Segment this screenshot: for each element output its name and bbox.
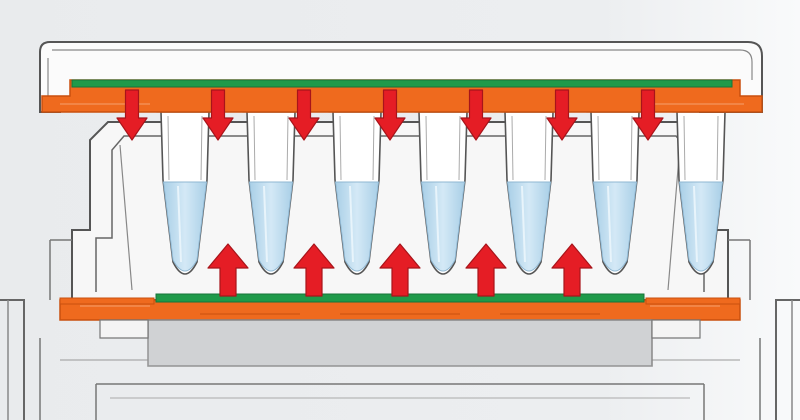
sample-liquid: [162, 181, 208, 272]
upward-heat-arrows: [207, 243, 593, 297]
heat-arrow-up: [551, 243, 593, 297]
heat-arrow-down: [546, 89, 578, 141]
sample-liquid: [248, 181, 294, 272]
sample-liquid: [506, 181, 552, 272]
sample-liquid: [334, 181, 380, 272]
heat-arrow-up: [465, 243, 507, 297]
heat-arrow-up: [207, 243, 249, 297]
heat-arrow-up: [293, 243, 335, 297]
heat-arrow-down: [202, 89, 234, 141]
heat-arrow-down: [116, 89, 148, 141]
heat-arrow-down: [460, 89, 492, 141]
heat-arrow-down: [288, 89, 320, 141]
heat-arrow-down: [632, 89, 664, 141]
sample-liquid: [592, 181, 638, 272]
heat-arrow-up: [379, 243, 421, 297]
pcr-tube: [322, 89, 392, 275]
sample-liquid: [420, 181, 466, 272]
sample-liquid: [678, 181, 724, 272]
top-contact-plate: [71, 79, 733, 88]
heat-arrow-down: [374, 89, 406, 141]
base-block: [147, 319, 653, 367]
bottom-heating-block: [59, 293, 741, 321]
downward-heat-arrows: [116, 89, 664, 141]
